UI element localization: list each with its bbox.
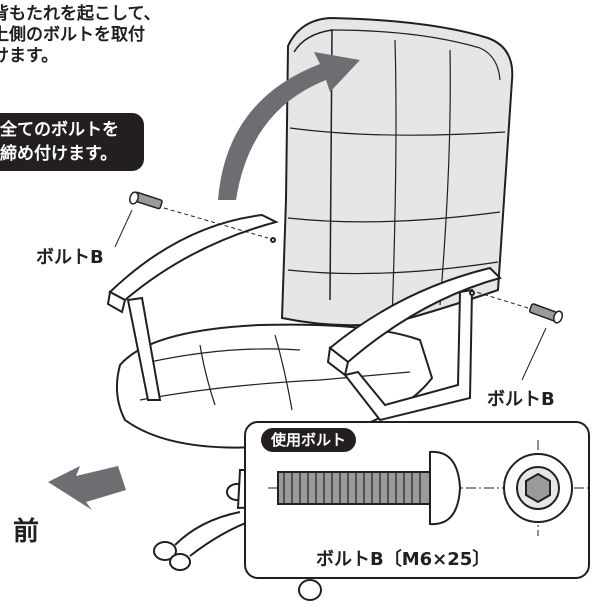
bolt-head-view bbox=[503, 453, 573, 523]
used-bolt-badge: 使用ボルト bbox=[261, 428, 357, 452]
bolt-left-leader bbox=[114, 209, 133, 248]
bolt-left-label: ボルトB bbox=[36, 247, 104, 268]
instruction-line: 上側のボルトを取付 bbox=[0, 25, 145, 45]
callout-line: 締め付けます。 bbox=[0, 144, 118, 164]
left-armrest bbox=[106, 213, 279, 401]
callout-line: 全てのボルトを bbox=[0, 120, 119, 140]
bolt-spec-caption: ボルトB〔M6×25〕 bbox=[316, 549, 491, 570]
bolt-left bbox=[129, 191, 269, 239]
bolt-right-label: ボルトB bbox=[487, 389, 555, 410]
instruction-line: けます。 bbox=[0, 46, 59, 66]
right-armrest bbox=[326, 266, 502, 422]
instruction-line: 背もたれを起こして、 bbox=[0, 4, 161, 24]
front-label: 前 bbox=[13, 517, 40, 547]
instruction-text: 背もたれを起こして、 上側のボルトを取付 けます。 bbox=[0, 4, 205, 67]
lift-direction-arrow bbox=[218, 52, 360, 200]
tighten-callout: 全てのボルトを 締め付けます。 bbox=[0, 113, 144, 171]
backrest bbox=[280, 16, 514, 327]
bolt-side-view bbox=[277, 450, 462, 526]
front-direction-arrow bbox=[48, 466, 126, 510]
bolt-right bbox=[475, 291, 564, 381]
